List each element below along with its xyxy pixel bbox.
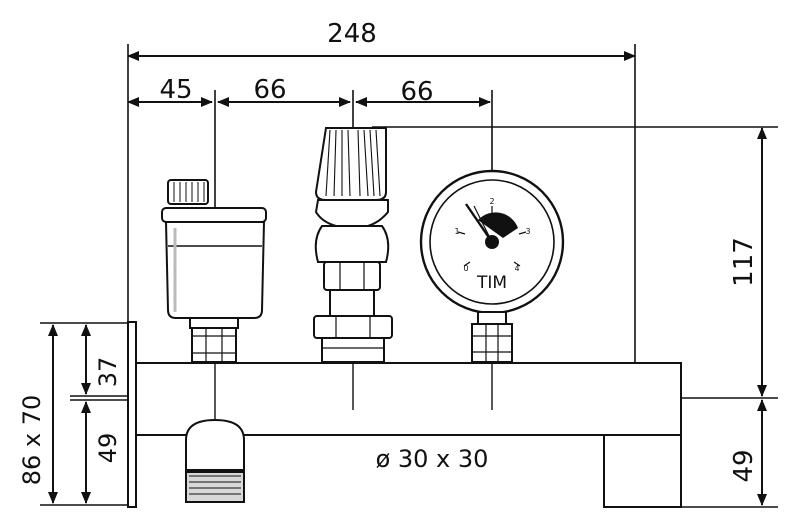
air-vent: [161, 179, 267, 363]
dimension-left: [48, 324, 91, 504]
dim-49-right-label: 49: [729, 449, 759, 482]
gauge-tick-0: 0: [463, 264, 468, 273]
gauge-tick-3: 3: [525, 227, 530, 236]
gauge-tick-1: 1: [454, 227, 459, 236]
gauge-tick-2: 2: [489, 197, 494, 206]
safety-valve: [313, 127, 393, 363]
dim-66-label: 66: [253, 75, 286, 105]
dim-117-label: 117: [729, 237, 759, 287]
left-dim-extensions: [40, 322, 130, 506]
wall-bracket: [127, 321, 137, 508]
gauge-brand: TIM: [476, 273, 507, 293]
gauge-tick-4: 4: [514, 264, 519, 273]
center-lines: [214, 362, 493, 420]
pressure-gauge: 0 1 2 3 4 TIM: [419, 169, 565, 363]
gauge-needle: [465, 203, 493, 243]
dim-248-label: 248: [327, 19, 377, 49]
support-foot: [603, 434, 682, 508]
tube-dimension-label: ø 30 x 30: [376, 445, 489, 473]
dim-37-label: 37: [94, 357, 122, 388]
dim-86x70-label: 86 x 70: [18, 395, 46, 486]
connector-fitting: [185, 418, 245, 503]
dim-66b-label: 66: [400, 77, 433, 107]
dim-45-label: 45: [159, 75, 192, 105]
gauge-red-zone: [478, 212, 518, 238]
dim-49-left-label: 49: [94, 433, 122, 464]
